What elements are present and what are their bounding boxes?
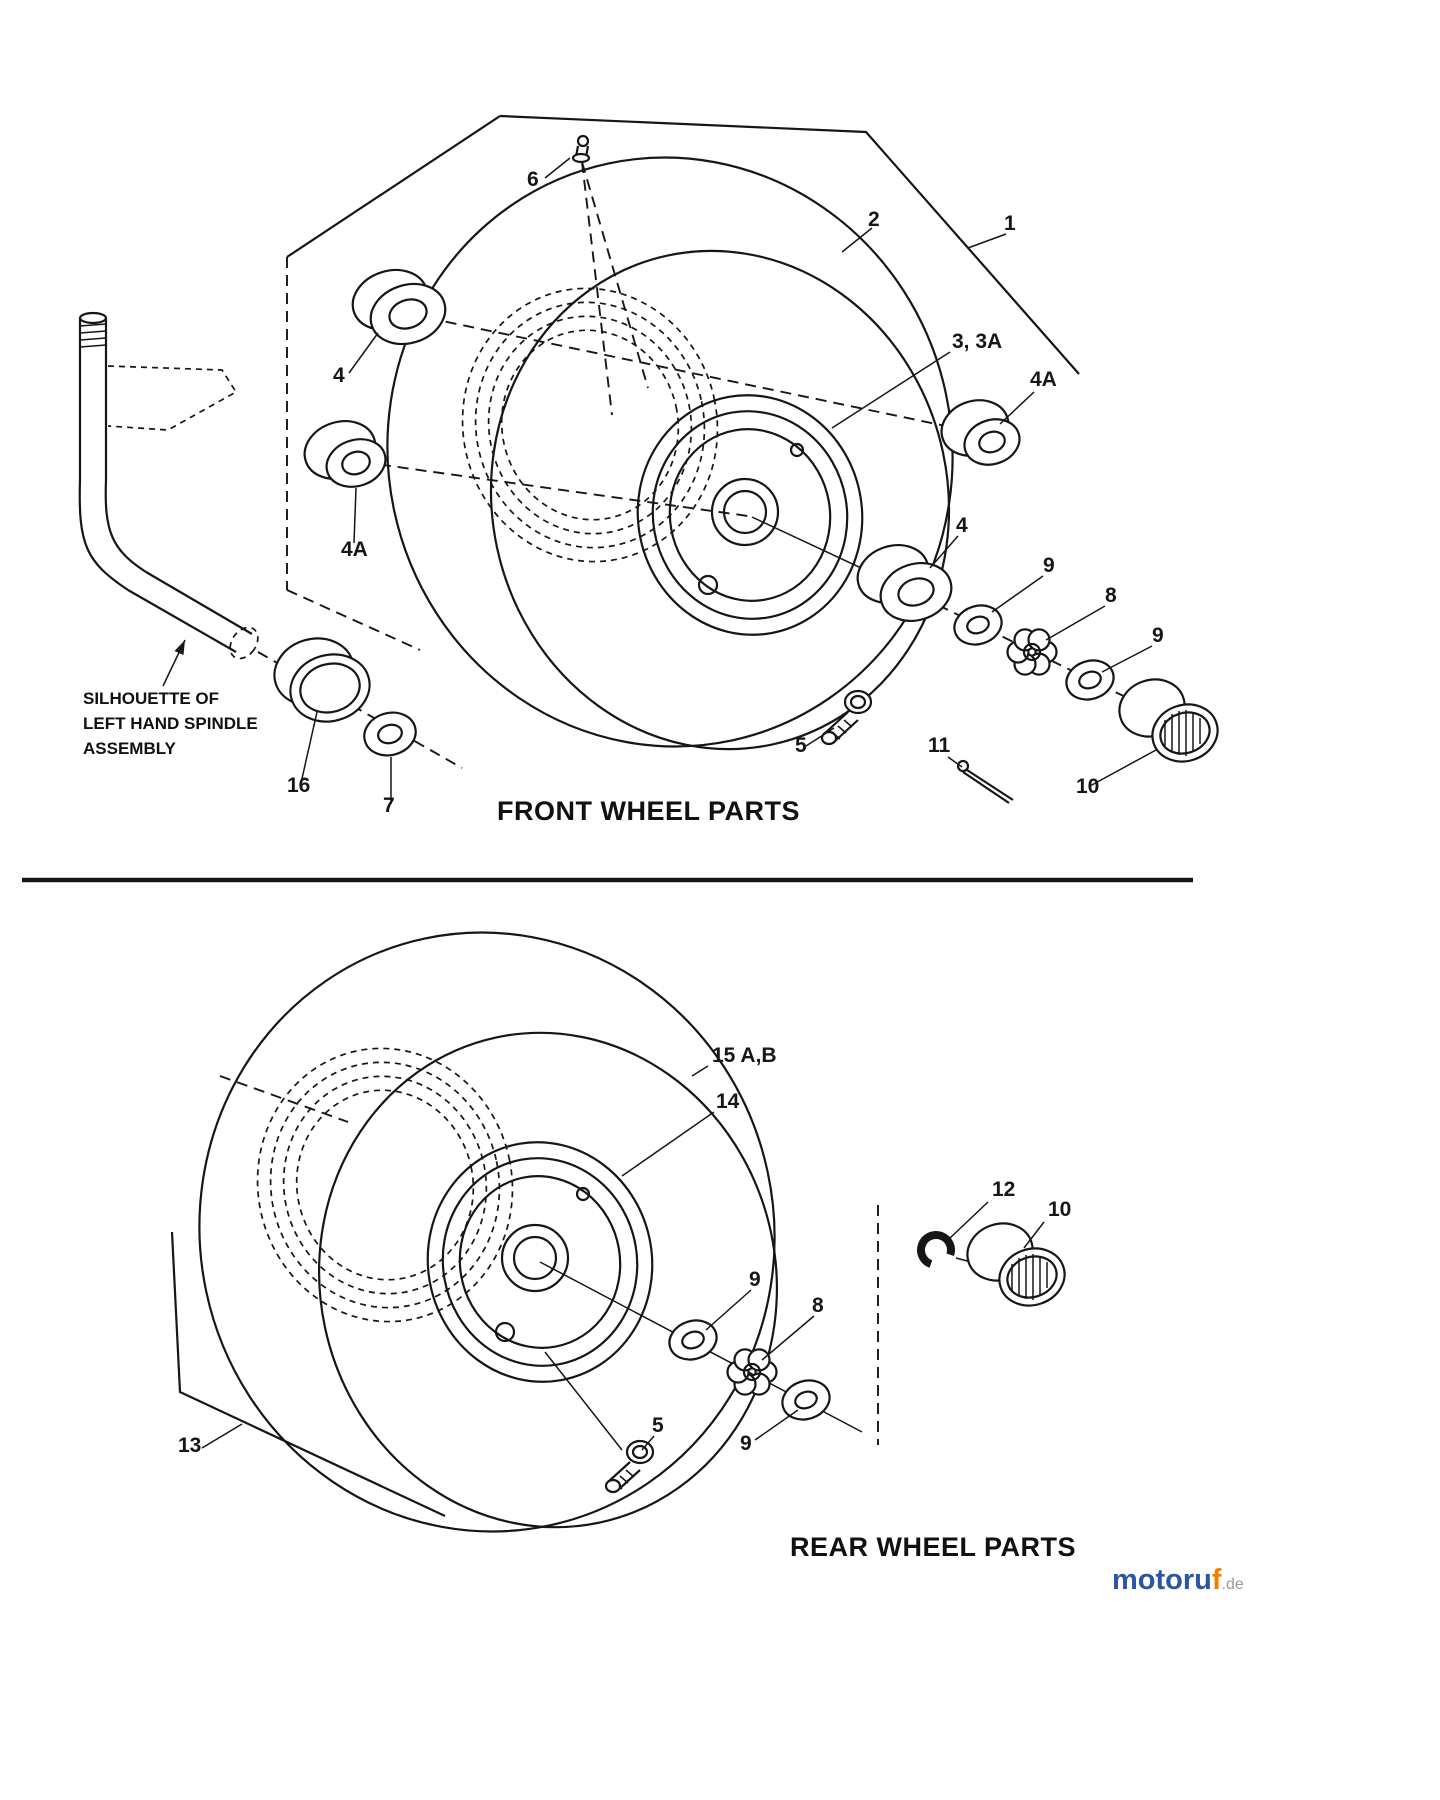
part-label-13: 13: [178, 1434, 201, 1457]
spindle-silhouette: [80, 313, 264, 686]
front-wheel-diagram: [80, 105, 1225, 804]
bolt-5-rear: [545, 1352, 653, 1492]
watermark-logo[interactable]: motoruf.de: [1112, 1564, 1244, 1597]
part-label-1: 1: [1004, 212, 1016, 235]
part-label-9: 9: [749, 1268, 761, 1291]
front-assembly-axes: [258, 162, 1152, 768]
washer-9-rear-b: [777, 1375, 834, 1426]
bearing-10-rear: [960, 1215, 1072, 1314]
washer-9-front-a: [949, 600, 1006, 651]
part-labels-layer: 6 2 1 3, 3A 4 4A 4A 4 9 8 9 5 11 10 16 7 15 A,B 14 12 10 9 8 9…: [178, 168, 1164, 1457]
castle-nut-8-rear: [728, 1349, 777, 1394]
cotter-pin-11: [958, 761, 1013, 803]
spacer-16: [267, 630, 377, 730]
spindle-silhouette-note: SILHOUETTE OF LEFT HAND SPINDLE ASSEMBLY: [83, 686, 258, 761]
part-label-11: 11: [928, 734, 951, 757]
part-label-9: 9: [1043, 554, 1055, 577]
watermark-text-domain: .de: [1221, 1576, 1244, 1593]
washer-7: [359, 707, 420, 761]
bolt-5-front: [822, 691, 871, 744]
rear-assembly-axes: [220, 1076, 878, 1445]
part-label-7: 7: [383, 794, 395, 817]
part-label-4: 4: [956, 514, 968, 537]
bushing-4-right: [850, 536, 959, 630]
note-arrowhead: [174, 640, 185, 655]
part-label-8: 8: [1105, 584, 1117, 607]
note-line-3: ASSEMBLY: [83, 739, 176, 758]
bearing-10-front: [1112, 671, 1225, 770]
part-label-14: 14: [716, 1090, 740, 1113]
castle-nut-8-front: [1008, 629, 1057, 674]
front-section-title: FRONT WHEEL PARTS: [497, 796, 800, 826]
part-label-9: 9: [740, 1432, 752, 1455]
part-label-4a: 4A: [1030, 368, 1057, 391]
part-label-33a: 3, 3A: [952, 330, 1002, 353]
rear-panel-outline: [172, 1232, 445, 1516]
part-label-5: 5: [795, 734, 807, 757]
rear-leader-lines: [202, 1066, 1044, 1450]
valve-stem: [573, 136, 589, 162]
bushing-4-left: [345, 261, 453, 354]
note-line-1: SILHOUETTE OF: [83, 689, 219, 708]
part-label-9: 9: [1152, 624, 1164, 647]
rear-tire: [144, 879, 830, 1585]
note-line-2: LEFT HAND SPINDLE: [83, 714, 258, 733]
bearing-4a-left: [297, 412, 392, 494]
part-label-16: 16: [287, 774, 310, 797]
washer-9-rear-a: [664, 1315, 721, 1366]
part-label-2: 2: [868, 208, 880, 231]
front-leader-lines: [301, 158, 1156, 804]
part-label-8: 8: [812, 1294, 824, 1317]
bearing-4a-right: [934, 392, 1025, 472]
part-label-5: 5: [652, 1414, 664, 1437]
front-panel-outline: [287, 116, 1079, 650]
part-label-10: 10: [1076, 775, 1099, 798]
washer-9-front-b: [1061, 655, 1118, 706]
rear-section-title: REAR WHEEL PARTS: [790, 1532, 1077, 1562]
part-label-15ab: 15 A,B: [712, 1044, 777, 1067]
watermark-text-blue: motoru: [1112, 1564, 1212, 1596]
rear-wheel-diagram: [144, 879, 1072, 1585]
part-label-4a: 4A: [341, 538, 368, 561]
part-label-6: 6: [527, 168, 539, 191]
watermark-text-orange: f: [1211, 1564, 1222, 1596]
front-tire: [333, 105, 1007, 799]
part-label-10: 10: [1048, 1198, 1071, 1221]
part-label-4: 4: [333, 364, 345, 387]
part-label-12: 12: [992, 1178, 1015, 1201]
